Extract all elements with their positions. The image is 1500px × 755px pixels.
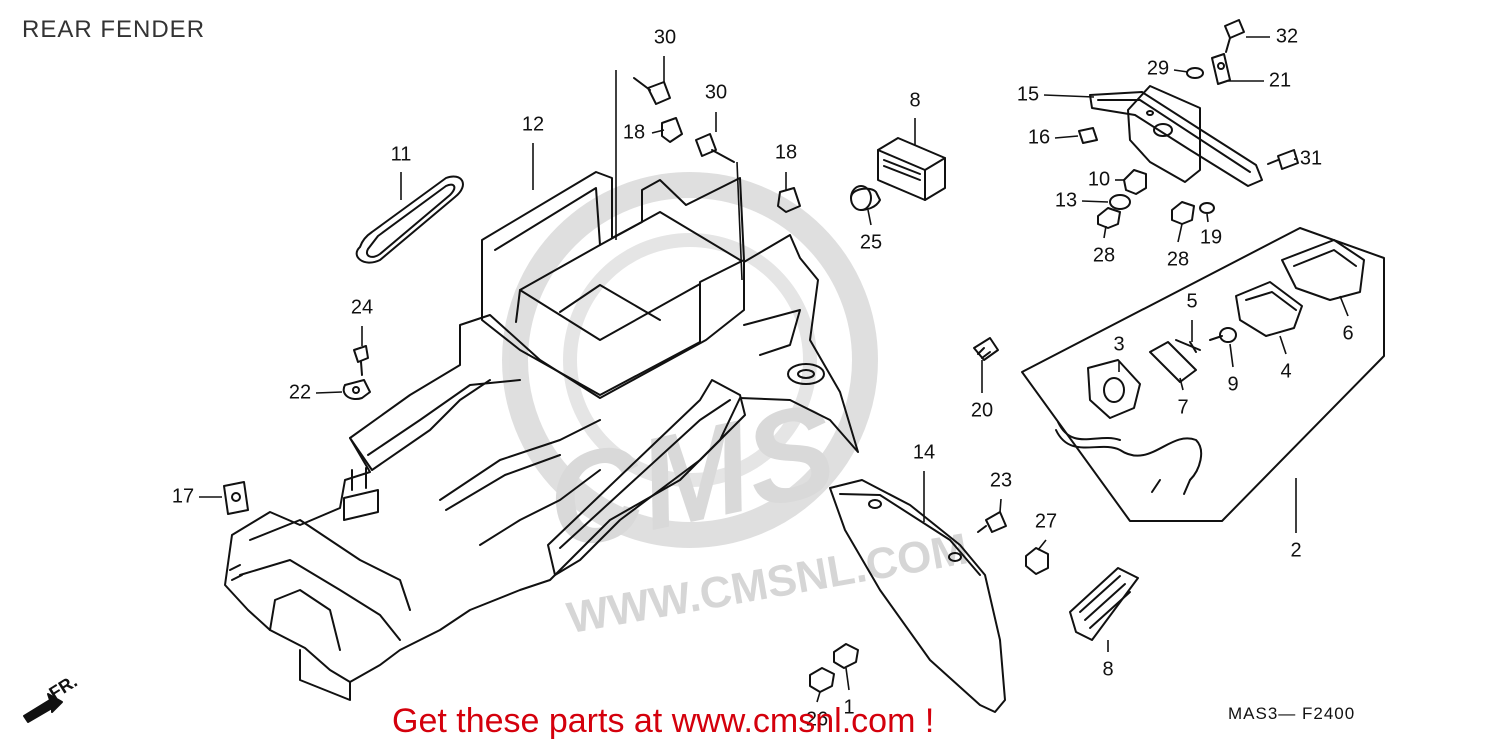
callout-19: 19: [1200, 226, 1222, 248]
part-26-nut: [809, 667, 835, 693]
part-18-clip-left: [661, 117, 683, 143]
part-6-cover: [1281, 239, 1365, 301]
callout-9: 9: [1227, 373, 1238, 395]
part-7-gasket: [1149, 341, 1197, 383]
callout-1: 1: [843, 696, 854, 718]
callout-28: 28: [1093, 244, 1115, 266]
callout-30: 30: [654, 26, 676, 48]
callout-27: 27: [1035, 510, 1057, 532]
part-9-bulb: [1209, 327, 1237, 343]
part-14-splash-guard: [829, 479, 1006, 713]
callout-12: 12: [522, 113, 544, 135]
part-rear-fender-flap: [547, 379, 746, 576]
part-2-taillight-group-outline: [1021, 227, 1385, 522]
callout-7: 7: [1177, 396, 1188, 418]
callout-3: 3: [1113, 333, 1124, 355]
callout-22: 22: [289, 381, 311, 403]
callout-8: 8: [1102, 658, 1113, 680]
callout-8: 8: [909, 89, 920, 111]
callout-14: 14: [913, 441, 935, 463]
part-32-bolt: [1224, 19, 1245, 53]
part-29-washer: [1186, 67, 1204, 79]
callout-17: 17: [172, 485, 194, 507]
part-8-reflector-lower: [1069, 567, 1139, 641]
callout-20: 20: [971, 399, 993, 421]
part-18-clip-right: [777, 187, 801, 213]
part-10-nut: [1123, 169, 1147, 195]
part-11-seal-ring: [355, 175, 464, 264]
callout-18: 18: [623, 121, 645, 143]
callout-24: 24: [351, 296, 373, 318]
callout-13: 13: [1055, 189, 1077, 211]
drawing-code: MAS3— F2400: [1228, 704, 1356, 723]
callout-6: 6: [1342, 322, 1353, 344]
callout-23: 23: [990, 469, 1012, 491]
part-12-inner-tray: [481, 171, 745, 396]
callout-32: 32: [1276, 25, 1298, 47]
part-27-nut: [1025, 547, 1049, 575]
part-20-bushing: [973, 337, 999, 361]
part-4-lens: [1235, 281, 1303, 337]
part-21-bracket-tab: [1211, 53, 1231, 85]
callout-5: 5: [1186, 290, 1197, 312]
callout-29: 29: [1147, 57, 1169, 79]
leader-lines: [199, 36, 1349, 703]
part-22-clamp: [342, 379, 371, 400]
promo-link[interactable]: Get these parts at www.cmsnl.com !: [392, 702, 935, 740]
part-23-bolt: [977, 511, 1007, 533]
callout-18: 18: [775, 141, 797, 163]
callout-21: 21: [1269, 69, 1291, 91]
front-direction-arrow: [23, 693, 63, 723]
part-16-grommet: [1078, 127, 1098, 144]
part-25-grommet: [850, 185, 881, 211]
callout-2: 2: [1290, 539, 1301, 561]
part-28-nut-left: [1097, 207, 1121, 229]
part-1-rear-fender: [224, 234, 859, 701]
callout-4: 4: [1280, 360, 1291, 382]
callout-11: 11: [391, 143, 412, 165]
part-24-screw: [353, 345, 369, 376]
callout-28: 28: [1167, 248, 1189, 270]
part-17-nut: [223, 481, 249, 515]
part-31-bolt: [1267, 149, 1299, 170]
callout-10: 10: [1088, 168, 1110, 190]
callout-16: 16: [1028, 126, 1050, 148]
part-1-nut: [833, 643, 859, 669]
part-30-bolt-upper: [633, 77, 671, 105]
part-5-screw: [1175, 339, 1201, 353]
part-3-license-light-base: [1055, 359, 1203, 495]
part-30-bolt-middle: [695, 133, 735, 163]
callout-25: 25: [860, 231, 882, 253]
part-19-washer: [1199, 202, 1215, 214]
callout-30: 30: [705, 81, 727, 103]
part-15-license-bracket: [1089, 85, 1263, 187]
part-8-reflector-upper: [877, 137, 946, 201]
callout-31: 31: [1300, 147, 1322, 169]
callout-26: 26: [806, 708, 828, 730]
diagram-title: REAR FENDER: [22, 16, 206, 43]
callout-15: 15: [1017, 83, 1039, 105]
part-13-washer: [1109, 194, 1131, 210]
part-28-nut-right: [1171, 201, 1195, 225]
